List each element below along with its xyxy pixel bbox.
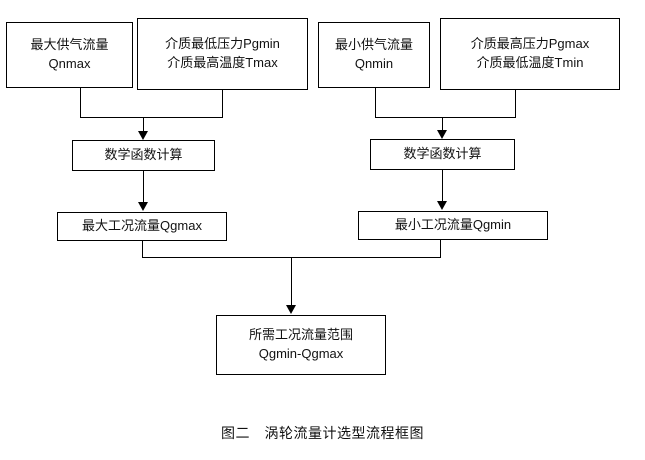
- arrowhead-to-qgmax: [138, 202, 148, 211]
- arrowhead-to-calc-right: [437, 130, 447, 139]
- connector-qnmin-drop: [375, 88, 376, 118]
- connector-calc-left-to-qgmax: [143, 171, 144, 203]
- node-qnmax: 最大供气流量 Qnmax: [6, 22, 133, 88]
- connector-pgmin-drop: [222, 90, 223, 118]
- node-pgmax-tmin: 介质最高压力Pgmax 介质最低温度Tmin: [440, 18, 620, 90]
- node-qgmax: 最大工况流量Qgmax: [57, 212, 227, 241]
- node-pgmax-tmin-line1: 介质最高压力Pgmax: [470, 36, 590, 52]
- node-calc-left: 数学函数计算: [72, 140, 215, 171]
- node-qgmax-label: 最大工况流量Qgmax: [82, 218, 202, 234]
- node-pgmin-tmax-line2: 介质最高温度Tmax: [167, 55, 278, 70]
- node-qnmax-line2: Qnmax: [48, 56, 91, 71]
- figure-caption: 图二 涡轮流量计选型流程框图: [221, 425, 424, 441]
- connector-calc-right-to-qgmin: [442, 170, 443, 202]
- arrowhead-to-range: [286, 305, 296, 314]
- connector-pgmax-drop: [515, 90, 516, 118]
- node-required-range: 所需工况流量范围 Qgmin-Qgmax: [216, 315, 386, 375]
- node-required-range-line2: Qgmin-Qgmax: [258, 346, 344, 361]
- node-qnmin-line2: Qnmin: [354, 56, 394, 71]
- arrowhead-to-qgmin: [437, 201, 447, 210]
- node-pgmin-tmax-line1: 介质最低压力Pgmin: [165, 36, 280, 52]
- node-qnmax-line1: 最大供气流量: [30, 37, 109, 53]
- node-required-range-line1: 所需工况流量范围: [248, 327, 353, 343]
- node-pgmax-tmin-line2: 介质最低温度Tmin: [476, 55, 584, 70]
- arrowhead-to-calc-left: [138, 131, 148, 140]
- node-pgmin-tmax: 介质最低压力Pgmin 介质最高温度Tmax: [137, 18, 308, 90]
- node-qnmin: 最小供气流量 Qnmin: [318, 22, 430, 88]
- connector-left-merge-bar: [80, 117, 223, 118]
- connector-right-merge-bar: [375, 117, 516, 118]
- connector-final-merge-stem: [291, 257, 292, 307]
- node-qgmin-label: 最小工况流量Qgmin: [394, 217, 512, 233]
- connector-qgmax-drop: [142, 241, 143, 258]
- connector-qnmax-drop: [80, 88, 81, 118]
- connector-qgmin-drop: [440, 240, 441, 258]
- connector-right-merge-stem: [442, 117, 443, 132]
- connector-left-merge-stem: [143, 117, 144, 133]
- node-calc-left-label: 数学函数计算: [104, 147, 183, 163]
- node-calc-right: 数学函数计算: [370, 139, 515, 170]
- node-calc-right-label: 数学函数计算: [403, 146, 482, 162]
- node-qnmin-line1: 最小供气流量: [334, 37, 413, 53]
- node-qgmin: 最小工况流量Qgmin: [358, 211, 548, 240]
